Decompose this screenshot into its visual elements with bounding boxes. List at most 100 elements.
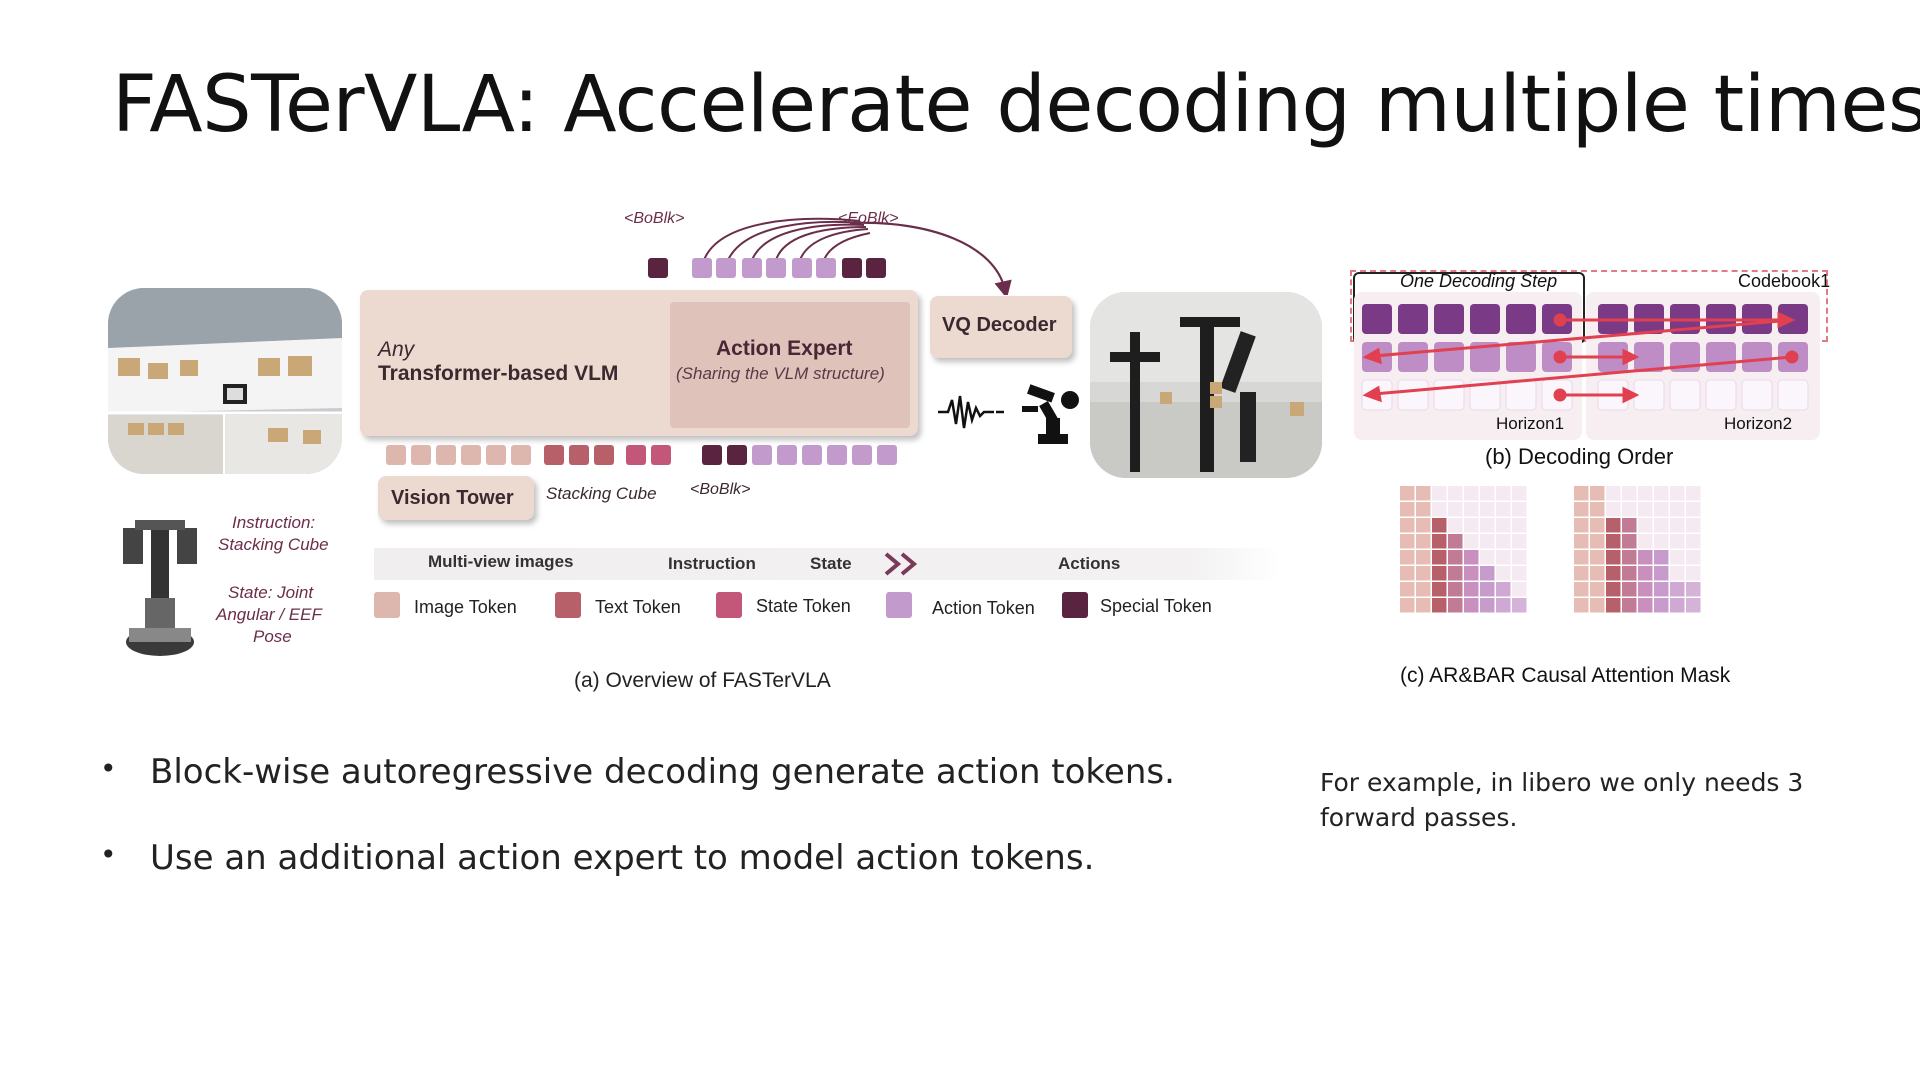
mask-cell [1432, 566, 1447, 581]
action-token-top [766, 258, 786, 278]
mask-cell [1574, 486, 1589, 501]
mask-cell [1590, 566, 1605, 581]
mask-cell [1480, 550, 1495, 565]
mask-cell [1496, 534, 1511, 549]
mask-cell [1654, 534, 1669, 549]
mask-cell [1400, 598, 1415, 613]
vq-decoder-box [930, 296, 1072, 358]
mask-cell [1638, 502, 1653, 517]
mask-cell [1606, 550, 1621, 565]
mask-cell [1606, 502, 1621, 517]
double-chevron-icon [884, 552, 918, 576]
mask-cell [1606, 566, 1621, 581]
mask-cell [1416, 486, 1431, 501]
mask-cell [1512, 502, 1527, 517]
mask-cell [1654, 582, 1669, 597]
mask-cell [1654, 598, 1669, 613]
mask-cell [1496, 598, 1511, 613]
boblk-bottom-label: <BoBlk> [690, 481, 751, 498]
instruction-label: Instruction: [232, 513, 316, 532]
action-token-top [716, 258, 736, 278]
state-token [626, 445, 646, 465]
mask-cell [1496, 566, 1511, 581]
mask-cell [1622, 502, 1637, 517]
mask-cell [1464, 518, 1479, 533]
bullet-dot: • [100, 752, 117, 785]
mask-cell [1606, 534, 1621, 549]
image-token [411, 445, 431, 465]
mask-cell [1432, 534, 1447, 549]
mask-cell [1590, 582, 1605, 597]
mask-cell [1464, 486, 1479, 501]
mask-cell [1574, 598, 1589, 613]
mask-cell [1622, 582, 1637, 597]
action-expert-subtitle: (Sharing the VLM structure) [676, 364, 885, 383]
bullet-list: • Block-wise autoregressive decoding gen… [100, 752, 1300, 898]
text-token [569, 445, 589, 465]
mask-cell [1400, 550, 1415, 565]
mask-cell [1448, 598, 1463, 613]
text-token [594, 445, 614, 465]
mask-cell [1512, 486, 1527, 501]
mask-cell [1416, 598, 1431, 613]
mask-cell [1670, 582, 1685, 597]
special-token [727, 445, 747, 465]
caption-decoding-order: (b) Decoding Order [1485, 444, 1674, 469]
mask-cell [1670, 566, 1685, 581]
action-expert-box [670, 302, 910, 428]
mask-cell [1512, 518, 1527, 533]
action-token [852, 445, 872, 465]
mask-cell [1686, 486, 1701, 501]
figure-decoding-order: One Decoding Step Codebook1 [1340, 262, 1840, 482]
image-token [511, 445, 531, 465]
mask-cell [1574, 550, 1589, 565]
legend-swatch-special [1062, 592, 1088, 618]
legend-label-special: Special Token [1100, 596, 1212, 616]
mask-cell [1416, 502, 1431, 517]
state-token [651, 445, 671, 465]
image-token [386, 445, 406, 465]
mask-cell [1574, 534, 1589, 549]
mask-cell [1670, 534, 1685, 549]
mask-cell [1496, 550, 1511, 565]
mask-cell [1448, 518, 1463, 533]
mask-cell [1622, 486, 1637, 501]
mask-cell [1622, 518, 1637, 533]
mask-cell [1654, 502, 1669, 517]
mask-cell [1606, 486, 1621, 501]
legend: Image Token Text Token State Token Actio… [374, 590, 1274, 630]
mask-cell [1670, 486, 1685, 501]
mask-cell [1638, 566, 1653, 581]
robot-arm-icon [1022, 384, 1079, 444]
mask-cell [1590, 518, 1605, 533]
banner-state: State [810, 554, 852, 573]
mask-cell [1686, 502, 1701, 517]
mask-cell [1400, 582, 1415, 597]
mask-cell [1654, 566, 1669, 581]
mask-cell [1638, 550, 1653, 565]
action-token [752, 445, 772, 465]
action-token [802, 445, 822, 465]
mask-cell [1448, 566, 1463, 581]
mask-cell [1432, 518, 1447, 533]
mask-cell [1464, 598, 1479, 613]
mask-cell [1416, 566, 1431, 581]
legend-swatch-text [555, 592, 581, 618]
codebook-label: Codebook1 [1738, 271, 1831, 291]
mask-cell [1480, 598, 1495, 613]
state-line-3: Pose [253, 627, 292, 646]
mask-cell [1480, 534, 1495, 549]
mask-cell [1448, 582, 1463, 597]
mask-cell [1606, 582, 1621, 597]
action-token-top [742, 258, 762, 278]
mask-cell [1480, 518, 1495, 533]
mask-cell [1512, 550, 1527, 565]
bullet-text: Block-wise autoregressive decoding gener… [150, 752, 1175, 792]
mask-cell [1638, 598, 1653, 613]
mask-cell [1606, 518, 1621, 533]
action-token-top [792, 258, 812, 278]
mask-cell [1654, 518, 1669, 533]
mask-cell [1622, 566, 1637, 581]
horizon2-label: Horizon2 [1724, 414, 1793, 433]
instruction-value: Stacking Cube [218, 535, 329, 554]
